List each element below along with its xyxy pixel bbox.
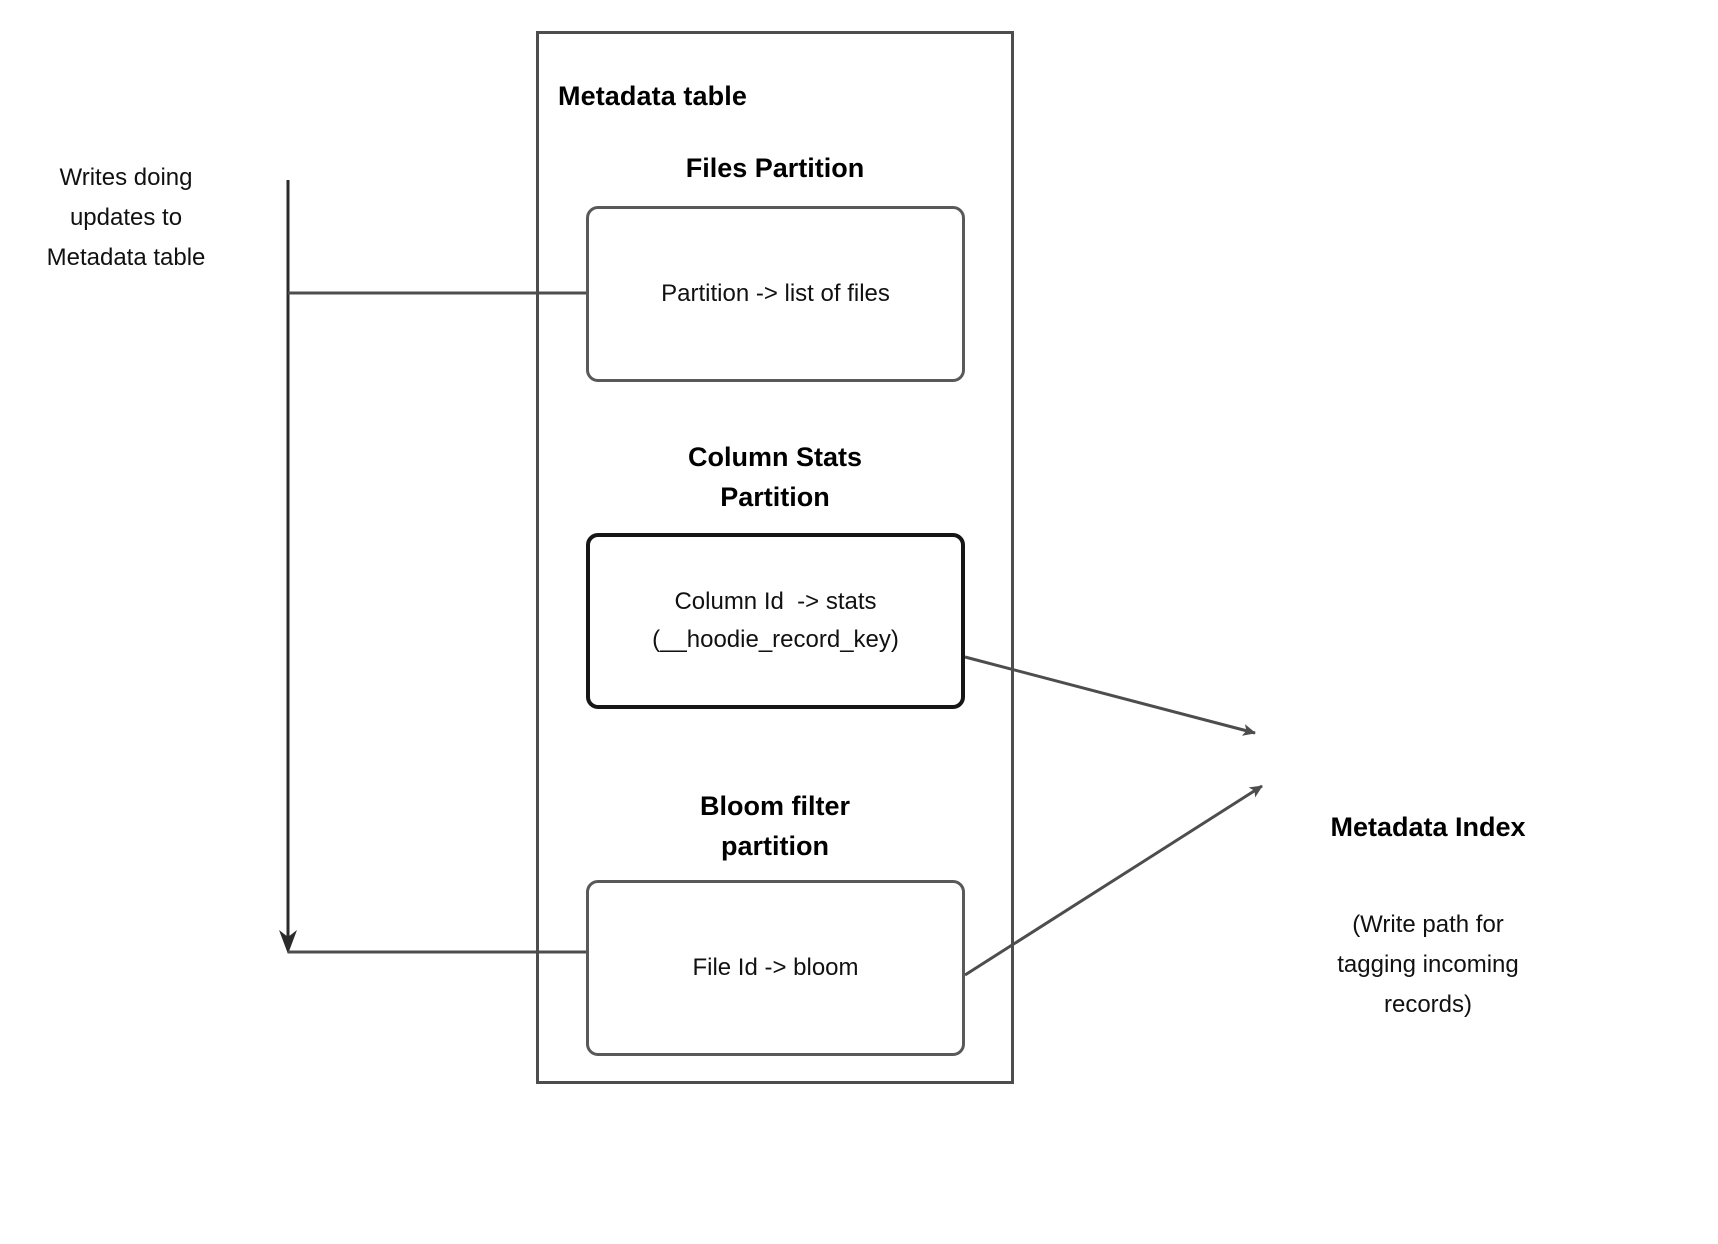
column-stats-heading-line-2: Partition [720, 482, 830, 512]
bloom-filter-heading-line-1: Bloom filter [699, 791, 850, 821]
files-partition-heading-line-1: Files Partition [685, 153, 865, 183]
column-stats-partition-heading: Column Stats Partition [565, 437, 985, 517]
files-partition-box-text: Partition -> list of files [661, 275, 890, 313]
metadata-index-note-line-3: records) [1383, 991, 1473, 1018]
metadata-table-container [536, 31, 1014, 1084]
metadata-index-note-line-2: tagging incoming [1337, 951, 1519, 978]
bloom-filter-heading-line-2: partition [721, 831, 829, 861]
column-stats-box-text: Column Id -> stats (__hoodie_record_key) [652, 583, 899, 659]
bloom-filter-box-text: File Id -> bloom [692, 949, 858, 987]
metadata-index-title: Metadata Index [1330, 812, 1526, 842]
writes-annotation: Writes doing updates to Metadata table [12, 158, 240, 278]
files-partition-box[interactable]: Partition -> list of files [586, 206, 965, 382]
column-stats-partition-box[interactable]: Column Id -> stats (__hoodie_record_key) [586, 533, 965, 709]
files-partition-box-line-1: Partition -> list of files [661, 280, 890, 307]
metadata-index-note-line-1: (Write path for [1352, 911, 1504, 938]
bloom-filter-partition-box[interactable]: File Id -> bloom [586, 880, 965, 1056]
column-stats-box-line-2: (__hoodie_record_key) [652, 626, 899, 653]
files-partition-heading: Files Partition [565, 148, 985, 188]
column-stats-box-line-1: Column Id -> stats [674, 588, 877, 615]
writes-annotation-line-2: updates to [69, 204, 183, 231]
writes-annotation-line-3: Metadata table [46, 244, 206, 271]
bloom-filter-partition-heading: Bloom filter partition [565, 786, 985, 866]
bloom-filter-box-line-1: File Id -> bloom [692, 954, 859, 981]
metadata-table-title: Metadata table [558, 81, 747, 111]
column-stats-heading-line-1: Column Stats [687, 442, 862, 472]
metadata-index-note: (Write path for tagging incoming records… [1300, 905, 1556, 1025]
writes-annotation-line-1: Writes doing [59, 164, 193, 191]
connector-writes-trunk [279, 180, 297, 954]
